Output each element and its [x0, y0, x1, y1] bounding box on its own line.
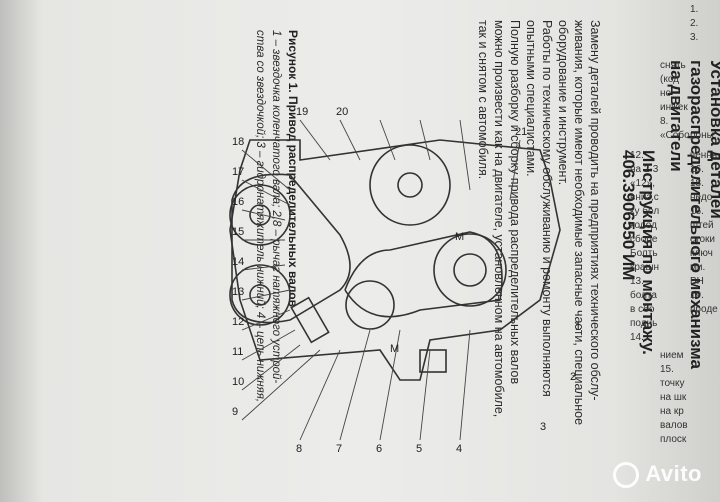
right-column-fragment: на 2-3 [630, 164, 659, 175]
callout-label: 8 [296, 443, 302, 455]
right-column-fragment: 12. [630, 150, 644, 161]
timing-mark-label: M [390, 343, 399, 355]
callout-label: 17 [232, 166, 244, 178]
right-column-fragment: нием [660, 350, 684, 361]
right-column-fragment: ми. [690, 262, 706, 273]
right-column-fragment: ку бол [630, 206, 660, 217]
right-column-fragment: стоки [690, 234, 715, 245]
right-column-fragment: 3. [690, 32, 699, 43]
right-column-fragment: 2. [690, 18, 699, 29]
right-column-fragment: в сбо [630, 304, 655, 315]
callout-label: 3 [540, 421, 546, 433]
callout-label: 11 [232, 346, 243, 358]
right-column-fragment: 8. [660, 116, 669, 127]
callout-label: 9 [232, 406, 238, 418]
right-column-fragment: проде [690, 304, 718, 315]
callout-label: 19 [296, 106, 308, 118]
lower-tensioner [419, 349, 447, 373]
right-column-fragment: 19. [690, 290, 704, 301]
right-column-fragment: инжек [660, 102, 688, 113]
callout-label: 2 [570, 371, 576, 383]
upper-chain [231, 173, 351, 324]
intermediate-sprocket [345, 280, 395, 330]
callout-label: 12 [232, 316, 244, 328]
right-column-fragment: 14. [630, 332, 644, 343]
right-column-fragment: 15. [660, 364, 674, 375]
right-column-fragment: плоск [660, 434, 687, 445]
right-column-fragment: крашн [630, 262, 660, 273]
right-column-fragment: ключ [690, 248, 713, 259]
right-column-fragment: роны, [690, 130, 717, 141]
lower-chain [344, 231, 503, 318]
right-column-fragment: 18. [690, 178, 704, 189]
right-column-fragment: ВН [690, 276, 704, 287]
right-column-fragment: снять [660, 60, 686, 71]
right-column-fragment: вниз,с [630, 192, 659, 203]
right-column-fragment: ченнь [690, 150, 718, 161]
right-column-fragment: на кр [660, 406, 684, 417]
callout-label: 4 [456, 443, 462, 455]
crankshaft-sprocket [433, 233, 507, 307]
right-column-fragment: 1. [690, 4, 699, 15]
watermark-text: Avito [645, 460, 702, 486]
right-column-fragment: колод [630, 220, 657, 231]
callout-label: 10 [232, 376, 244, 388]
right-column-fragment: валов [660, 420, 688, 431]
right-column-fragment: точку [660, 378, 685, 389]
pulley [369, 144, 451, 226]
right-column-fragment: штей [690, 220, 714, 231]
right-column-fragment: поднь [630, 318, 658, 329]
callout-label: 16 [232, 196, 244, 208]
callout-label: 15 [232, 226, 244, 238]
right-column-fragment: недо [690, 192, 713, 203]
right-column-fragment: (код [660, 74, 679, 85]
callout-label: 20 [336, 106, 348, 118]
camshaft-sprocket [229, 264, 291, 326]
hydraulic-tensioner [290, 296, 330, 344]
right-column-fragment: болта [630, 290, 657, 301]
callout-label: 13 [232, 286, 244, 298]
camshaft-sprocket [229, 184, 291, 246]
callout-label: 7 [336, 443, 342, 455]
avito-watermark: Avito [613, 461, 702, 488]
timing-mark-label: M [455, 231, 464, 243]
engine-housing-outline [229, 139, 561, 381]
callout-label: 5 [416, 443, 422, 455]
callout-label: 6 [376, 443, 382, 455]
avito-logo-icon [613, 462, 640, 488]
right-column-fragment: 16. [690, 206, 704, 217]
right-column-fragment: на шк [660, 392, 687, 403]
callout-label: 14 [232, 256, 244, 268]
right-column-fragment: сборе [630, 234, 658, 245]
right-column-fragment: «12», [630, 178, 656, 189]
callout-label: 1 [575, 321, 581, 333]
right-column-fragment: 13. [630, 276, 644, 287]
right-column-fragment: Болть [630, 248, 658, 259]
callout-label: 18 [232, 136, 244, 148]
right-column-fragment: но [660, 88, 672, 99]
right-column-fragment: «Собо [660, 130, 690, 141]
callout-label: 21 [515, 126, 527, 138]
right-column-fragment: 16. [690, 164, 704, 175]
